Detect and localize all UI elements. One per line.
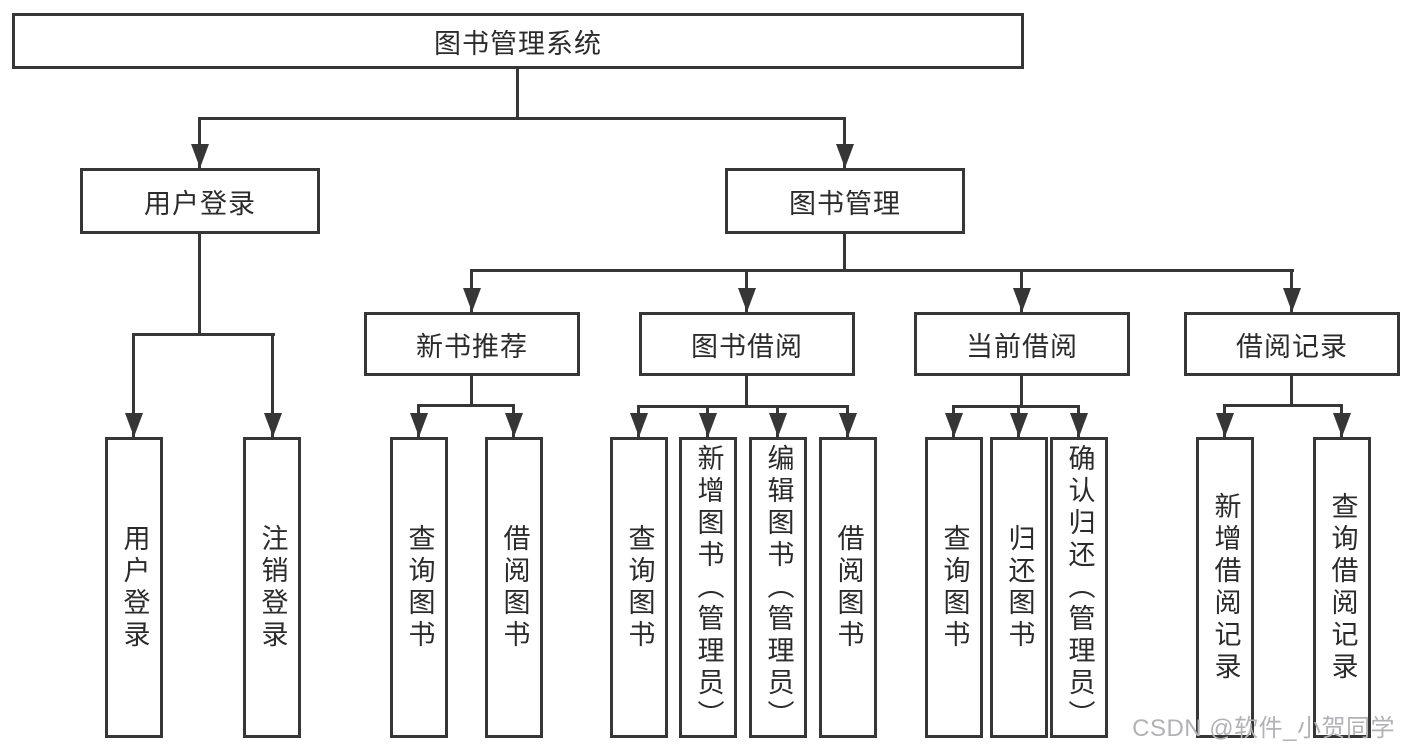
node-book-borrowing-label: 图书借阅 <box>691 331 803 362</box>
leaf-current-confirm-return-admin-label: 确认归还（管理员） <box>1064 443 1095 732</box>
connector-arrow <box>637 406 640 437</box>
connector-line <box>1223 404 1343 407</box>
connector-arrow <box>1223 405 1226 437</box>
connector-line <box>637 405 849 408</box>
leaf-logout-label: 注销登录 <box>257 523 288 652</box>
connector-line <box>1020 376 1023 407</box>
connector-arrow <box>417 405 420 437</box>
connector-line <box>198 233 201 335</box>
leaf-records-query-record-label: 查询借阅记录 <box>1327 491 1358 684</box>
connector-line <box>843 233 846 271</box>
connector-line <box>132 333 275 336</box>
connector-arrow <box>1017 406 1020 437</box>
connector-line <box>1290 376 1293 406</box>
connector-arrow <box>846 406 849 437</box>
node-user-login-label: 用户登录 <box>144 188 256 219</box>
leaf-borrowing-borrow-books: 借阅图书 <box>819 437 877 738</box>
leaf-logout: 注销登录 <box>243 437 301 738</box>
leaf-borrowing-edit-book-admin-label: 编辑图书（管理员） <box>763 443 794 732</box>
connector-arrow <box>470 270 473 312</box>
leaf-current-query-books-label: 查询图书 <box>939 523 970 652</box>
leaf-user-login-label: 用户登录 <box>119 523 150 652</box>
node-book-borrowing: 图书借阅 <box>639 312 855 376</box>
leaf-current-query-books: 查询图书 <box>925 437 983 738</box>
connector-line <box>516 68 519 119</box>
leaf-records-query-record: 查询借阅记录 <box>1313 437 1371 738</box>
leaf-current-return-books-label: 归还图书 <box>1004 523 1035 652</box>
leaf-borrowing-query-books: 查询图书 <box>610 437 668 738</box>
leaf-current-confirm-return-admin: 确认归还（管理员） <box>1050 437 1108 738</box>
leaf-borrowing-add-book-admin: 新增图书（管理员） <box>679 437 737 738</box>
connector-arrow <box>1077 406 1080 437</box>
connector-arrow <box>1340 405 1343 437</box>
leaf-borrowing-add-book-admin-label: 新增图书（管理员） <box>693 443 724 732</box>
leaf-borrowing-borrow-books-label: 借阅图书 <box>833 523 864 652</box>
leaf-records-add-record-label: 新增借阅记录 <box>1210 491 1241 684</box>
leaf-borrowing-edit-book-admin: 编辑图书（管理员） <box>749 437 807 738</box>
node-new-book-recommend: 新书推荐 <box>364 312 580 376</box>
connector-line <box>745 376 748 407</box>
node-new-book-recommend-label: 新书推荐 <box>416 331 528 362</box>
connector-arrow <box>271 335 274 437</box>
connector-arrow <box>198 118 201 168</box>
connector-arrow <box>132 335 135 437</box>
node-book-management-label: 图书管理 <box>789 188 901 219</box>
connector-arrow <box>706 406 709 437</box>
connector-arrow <box>843 118 846 168</box>
leaf-borrowing-query-books-label: 查询图书 <box>624 523 655 652</box>
node-book-management: 图书管理 <box>725 168 965 234</box>
connector-line <box>417 404 515 407</box>
node-user-login: 用户登录 <box>80 168 320 234</box>
node-current-borrowing: 当前借阅 <box>914 312 1130 376</box>
leaf-recommend-query-books: 查询图书 <box>390 437 448 738</box>
node-root-label: 图书管理系统 <box>434 28 602 59</box>
watermark-text: CSDN @软件_小贺同学 <box>1132 715 1395 742</box>
connector-line <box>952 405 1080 408</box>
connector-line <box>470 376 473 406</box>
connector-arrow <box>952 406 955 437</box>
leaf-recommend-borrow-books-label: 借阅图书 <box>499 523 530 652</box>
connector-arrow <box>776 406 779 437</box>
leaf-current-return-books: 归还图书 <box>990 437 1048 738</box>
node-current-borrowing-label: 当前借阅 <box>966 331 1078 362</box>
connector-arrow <box>512 405 515 437</box>
node-borrowing-records: 借阅记录 <box>1184 312 1400 376</box>
connector-line <box>198 117 846 120</box>
leaf-records-add-record: 新增借阅记录 <box>1196 437 1254 738</box>
leaf-recommend-query-books-label: 查询图书 <box>404 523 435 652</box>
connector-line <box>470 269 1294 272</box>
leaf-recommend-borrow-books: 借阅图书 <box>485 437 543 738</box>
connector-arrow <box>745 270 748 312</box>
node-borrowing-records-label: 借阅记录 <box>1236 331 1348 362</box>
node-root: 图书管理系统 <box>12 13 1024 69</box>
connector-arrow <box>1020 270 1023 312</box>
leaf-user-login: 用户登录 <box>105 437 163 738</box>
connector-arrow <box>1290 270 1293 312</box>
